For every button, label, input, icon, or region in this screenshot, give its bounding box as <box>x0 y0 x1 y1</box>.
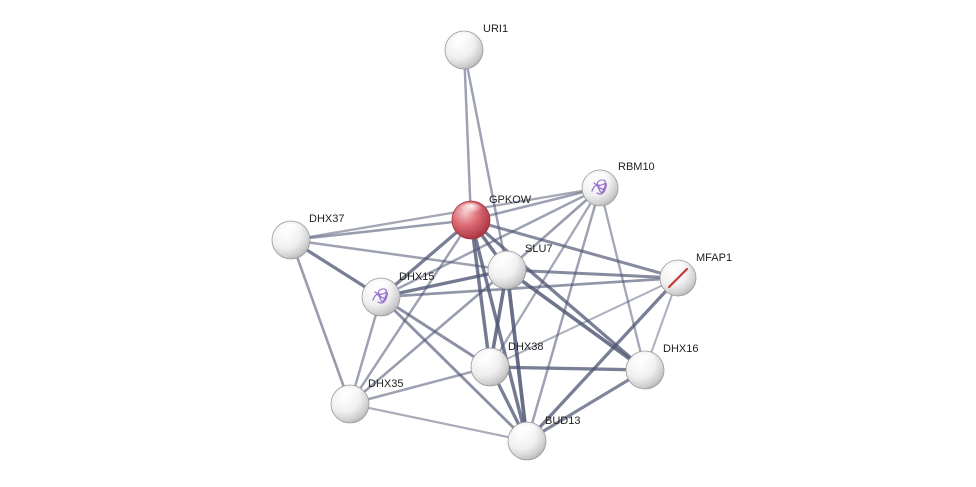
node-gloss <box>633 353 657 368</box>
node-gloss <box>515 424 539 439</box>
node-dhx16[interactable]: DHX16 <box>625 343 698 390</box>
edge-gpkow-rbm10 <box>469 186 602 222</box>
node-gloss <box>478 350 502 365</box>
edge-uri1-gpkow <box>462 48 473 222</box>
node-gpkow[interactable]: GPKOW <box>451 194 532 240</box>
node-label-rbm10: RBM10 <box>618 161 655 173</box>
edge-dhx38-dhx16 <box>488 365 647 372</box>
edge-gpkow-dhx37 <box>289 218 473 242</box>
edge-slu7-dhx15 <box>379 268 509 299</box>
edge-gpkow-dhx35 <box>348 218 473 406</box>
edge-gpkow-dhx16 <box>469 218 647 372</box>
node-slu7[interactable]: SLU7 <box>487 243 553 290</box>
edge-rbm10-bud13 <box>525 186 602 443</box>
edge-rbm10-dhx38 <box>488 186 602 369</box>
node-label-mfap1: MFAP1 <box>696 252 732 264</box>
edge-dhx15-dhx38 <box>379 295 492 369</box>
node-label-dhx38: DHX38 <box>508 341 543 353</box>
edge-dhx16-bud13 <box>525 368 647 443</box>
node-uri1[interactable]: URI1 <box>444 23 508 70</box>
edge-dhx15-mfap1 <box>379 276 680 299</box>
node-label-dhx16: DHX16 <box>663 343 698 355</box>
node-label-uri1: URI1 <box>483 23 508 35</box>
node-bud13[interactable]: BUD13 <box>507 415 580 461</box>
node-gloss <box>369 280 393 295</box>
node-dhx15[interactable]: DHX15 <box>361 271 434 317</box>
node-dhx37[interactable]: DHX37 <box>271 213 344 260</box>
edge-rbm10-dhx15 <box>379 186 602 299</box>
node-dhx38[interactable]: DHX38 <box>470 341 543 387</box>
node-mfap1[interactable]: MFAP1 <box>659 252 732 297</box>
node-gloss <box>459 203 483 218</box>
node-rbm10[interactable]: RBM10 <box>581 161 655 207</box>
node-label-dhx15: DHX15 <box>399 271 434 283</box>
node-label-gpkow: GPKOW <box>489 194 532 206</box>
edge-rbm10-slu7 <box>505 186 602 272</box>
node-gloss <box>495 253 519 268</box>
node-gloss <box>588 172 612 186</box>
edge-slu7-mfap1 <box>505 268 680 280</box>
edge-dhx38-dhx35 <box>348 365 492 406</box>
edge-gpkow-bud13 <box>469 218 529 443</box>
edge-slu7-dhx35 <box>348 268 509 406</box>
edge-dhx15-bud13 <box>379 295 529 443</box>
node-label-dhx35: DHX35 <box>368 378 403 390</box>
node-gloss <box>666 262 690 276</box>
node-label-slu7: SLU7 <box>525 243 553 255</box>
edge-rbm10-dhx16 <box>598 186 647 372</box>
edge-dhx37-slu7 <box>289 238 509 272</box>
node-label-dhx37: DHX37 <box>309 213 344 225</box>
node-gloss <box>452 33 476 48</box>
edge-mfap1-bud13 <box>525 276 680 443</box>
node-dhx35[interactable]: DHX35 <box>330 378 403 424</box>
edge-dhx37-dhx35 <box>289 238 352 406</box>
edge-uri1-slu7 <box>462 48 509 272</box>
edge-mfap1-dhx38 <box>488 276 680 369</box>
edge-dhx35-bud13 <box>348 402 529 443</box>
edge-rbm10-dhx37 <box>289 186 602 242</box>
node-gloss <box>279 223 303 238</box>
node-gloss <box>338 387 362 402</box>
node-label-bud13: BUD13 <box>545 415 580 427</box>
edge-gpkow-mfap1 <box>469 218 680 280</box>
edge-slu7-bud13 <box>505 268 529 443</box>
